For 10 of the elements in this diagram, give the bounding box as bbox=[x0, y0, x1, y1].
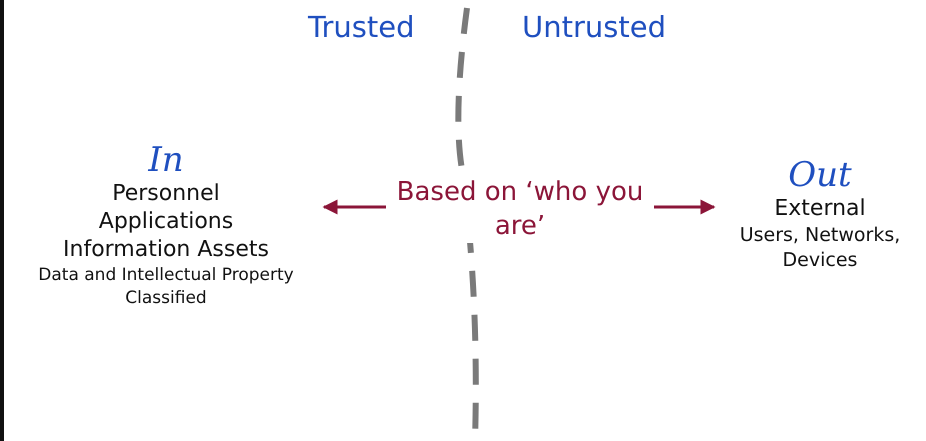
item-text: Applications bbox=[98, 208, 234, 236]
group-heading: Out bbox=[788, 155, 852, 195]
item-text: Users, Networks, Devices bbox=[738, 223, 902, 273]
group-heading: In bbox=[148, 140, 184, 180]
item-text: Information Assets bbox=[63, 236, 269, 264]
zone-label: Untrusted bbox=[522, 10, 666, 44]
item-text: External bbox=[774, 195, 866, 223]
item-text: Data and Intellectual Property Classified bbox=[37, 264, 295, 310]
zone-label: Trusted bbox=[308, 10, 414, 44]
item-text: Personnel bbox=[112, 180, 220, 208]
